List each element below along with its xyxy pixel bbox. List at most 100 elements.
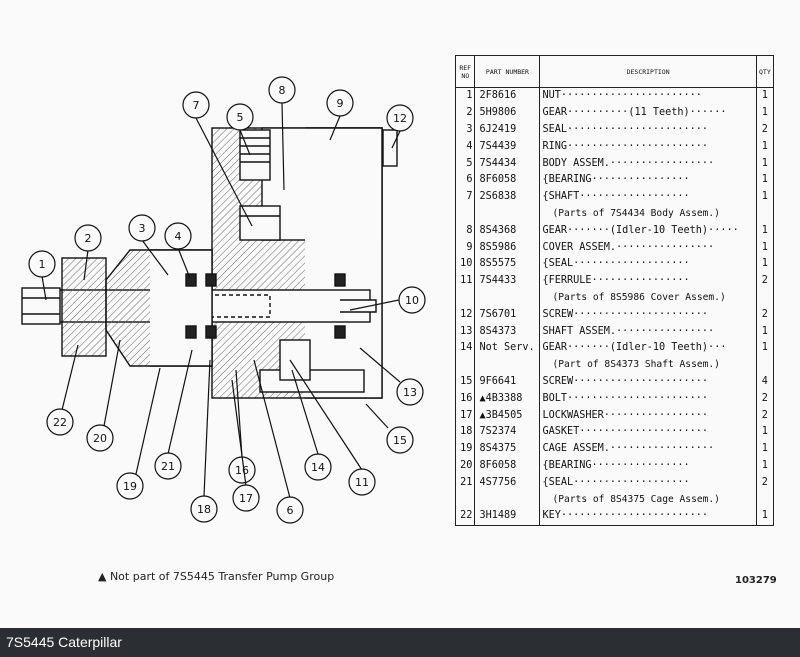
cell-part-number: 6J2419 [474, 121, 541, 139]
cell-part-number: 3H1489 [474, 507, 541, 526]
cell-ref [454, 491, 476, 508]
callout-17: 17 [231, 379, 260, 512]
cell-part-number: 2F8616 [474, 87, 541, 105]
callout-19: 19 [116, 367, 161, 500]
cell-qty: 4 [756, 373, 775, 391]
cell-qty [756, 205, 775, 223]
cell-qty: 2 [756, 306, 775, 324]
cell-ref: 10 [454, 255, 476, 273]
svg-text:8: 8 [279, 84, 286, 97]
cell-part-number: 8F6058 [474, 457, 541, 475]
callout-5: 5 [226, 103, 254, 156]
callout-6: 6 [253, 359, 304, 524]
cell-qty: 1 [756, 222, 775, 240]
cell-part-number: 8F6058 [474, 171, 541, 189]
cell-qty: 2 [756, 121, 775, 139]
header-description: DESCRIPTION [539, 55, 757, 88]
cell-ref: 1 [454, 87, 476, 105]
cell-description: {FERRULE················ [539, 272, 757, 290]
cell-qty: 1 [756, 255, 775, 273]
cell-qty: 1 [756, 423, 775, 441]
svg-text:16: 16 [235, 464, 249, 477]
svg-text:7: 7 [193, 99, 200, 112]
cell-description: GEAR·······(Idler-10 Teeth)····· [539, 222, 757, 240]
cell-part-number: 8S4373 [474, 323, 541, 340]
cell-part-number: 4S7756 [474, 474, 541, 492]
cell-ref [454, 356, 476, 374]
cell-part-number: 7S4433 [474, 272, 541, 290]
callout-11: 11 [289, 359, 376, 496]
cell-qty: 2 [756, 407, 775, 424]
cell-ref: 12 [454, 306, 476, 324]
cell-ref: 5 [454, 155, 476, 172]
caption-title: 7S5445 Caterpillar [6, 634, 122, 650]
cell-description: GASKET····················· [539, 423, 757, 441]
callout-12: 12 [386, 104, 414, 149]
callout-15: 15 [365, 403, 414, 454]
bottom-caption-bar: 7S5445 Caterpillar [0, 628, 800, 657]
svg-text:2: 2 [85, 232, 92, 245]
cell-qty: 1 [756, 87, 775, 105]
cell-note: (Parts of 7S4434 Body Assem.) [539, 205, 757, 223]
cell-qty: 2 [756, 390, 775, 408]
cell-ref: 2 [454, 104, 476, 122]
cell-qty: 1 [756, 104, 775, 122]
cell-part-number: 2S6838 [474, 188, 541, 206]
svg-text:4: 4 [175, 230, 182, 243]
cell-description: SCREW······················ [539, 306, 757, 324]
cell-description: GEAR·······(Idler-10 Teeth)··· [539, 339, 757, 357]
cell-ref: 21 [454, 474, 476, 492]
cell-description: SCREW······················ [539, 373, 757, 391]
cell-ref: 7 [454, 188, 476, 206]
cell-ref: 4 [454, 138, 476, 156]
cell-description: {SEAL··················· [539, 474, 757, 492]
cell-ref: 3 [454, 121, 476, 139]
cell-description: RING······················· [539, 138, 757, 156]
cell-ref: 15 [454, 373, 476, 391]
svg-text:12: 12 [393, 112, 407, 125]
cell-description: NUT······················· [539, 87, 757, 105]
callout-9: 9 [326, 89, 354, 141]
cell-part-number: Not Serv. [474, 339, 541, 357]
footnote: ▲ Not part of 7S5445 Transfer Pump Group [98, 570, 335, 583]
cell-ref: 16 [454, 390, 476, 408]
cell-description: GEAR··········(11 Teeth)······ [539, 104, 757, 122]
callout-2: 2 [74, 224, 102, 281]
svg-text:9: 9 [337, 97, 344, 110]
cell-description: LOCKWASHER················· [539, 407, 757, 424]
callout-1: 1 [28, 250, 56, 301]
callout-18: 18 [190, 359, 218, 523]
cell-part-number [474, 205, 541, 223]
cell-ref [454, 205, 476, 223]
cell-qty: 1 [756, 188, 775, 206]
cell-ref: 13 [454, 323, 476, 340]
cell-qty: 1 [756, 457, 775, 475]
callout-20: 20 [86, 339, 121, 452]
cell-ref: 17 [454, 407, 476, 424]
svg-text:20: 20 [93, 432, 107, 445]
cell-part-number: 5H9806 [474, 104, 541, 122]
drawing-number: 103279 [735, 575, 777, 586]
cell-description: {SEAL··················· [539, 255, 757, 273]
cell-ref [454, 289, 476, 307]
callout-16: 16 [228, 369, 256, 484]
cell-ref: 8 [454, 222, 476, 240]
cell-part-number [474, 491, 541, 508]
cell-qty [756, 356, 775, 374]
cell-qty: 1 [756, 171, 775, 189]
cell-description: BOLT······················· [539, 390, 757, 408]
cell-qty: 1 [756, 138, 775, 156]
